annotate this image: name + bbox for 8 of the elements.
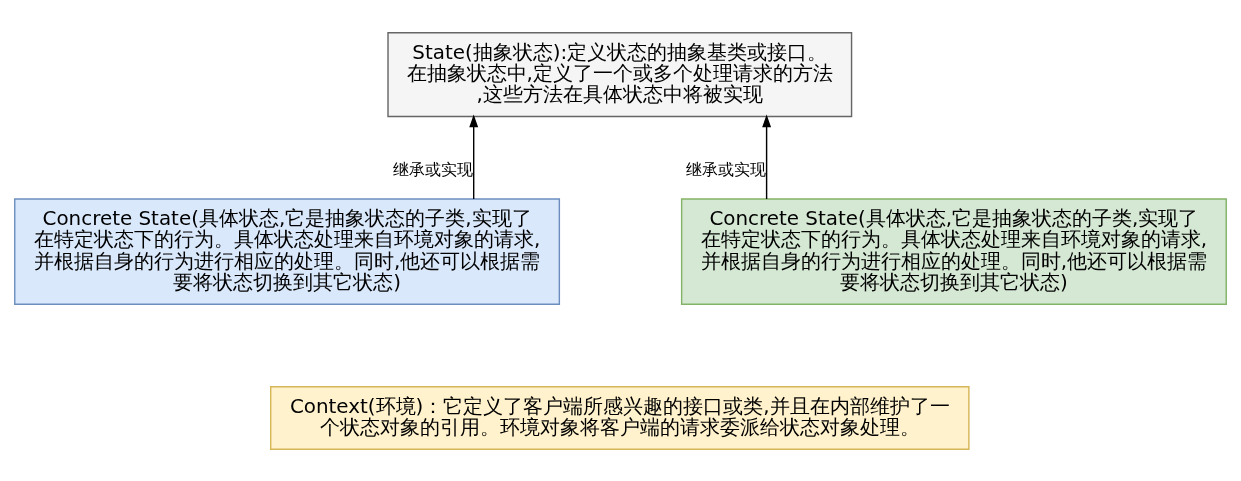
node-box: Concrete State(具体状态,它是抽象状态的子类,实现了在特定状态下的行为。具体状态处理来自环境对象的请求,并根据自身的行为进行相应的处理。同时,他还可以根据需要将状态切换到其它状态) bbox=[680, 197, 1227, 305]
node-box: Context(环境)：它定义了客户端所感兴趣的接口或类,并且在内部维护了一个状态对象的引用。环境对象将客户端的请求委派给状态对象处理。 bbox=[270, 385, 970, 450]
arrow bbox=[762, 114, 772, 200]
arrow bbox=[469, 114, 479, 200]
edge-label: 继承或实现 bbox=[393, 159, 474, 179]
node-box: Concrete State(具体状态,它是抽象状态的子类,实现了在特定状态下的行为。具体状态处理来自环境对象的请求,并根据自身的行为进行相应的处理。同时,他还可以根据需要将状态切换到其它状态) bbox=[14, 197, 561, 305]
node-box: State(抽象状态):定义状态的抽象基类或接口。在抽象状态中,定义了一个或多个处理请求的方法,这些方法在具体状态中将被实现 bbox=[387, 31, 853, 117]
edge-label: 继承或实现 bbox=[686, 159, 767, 179]
